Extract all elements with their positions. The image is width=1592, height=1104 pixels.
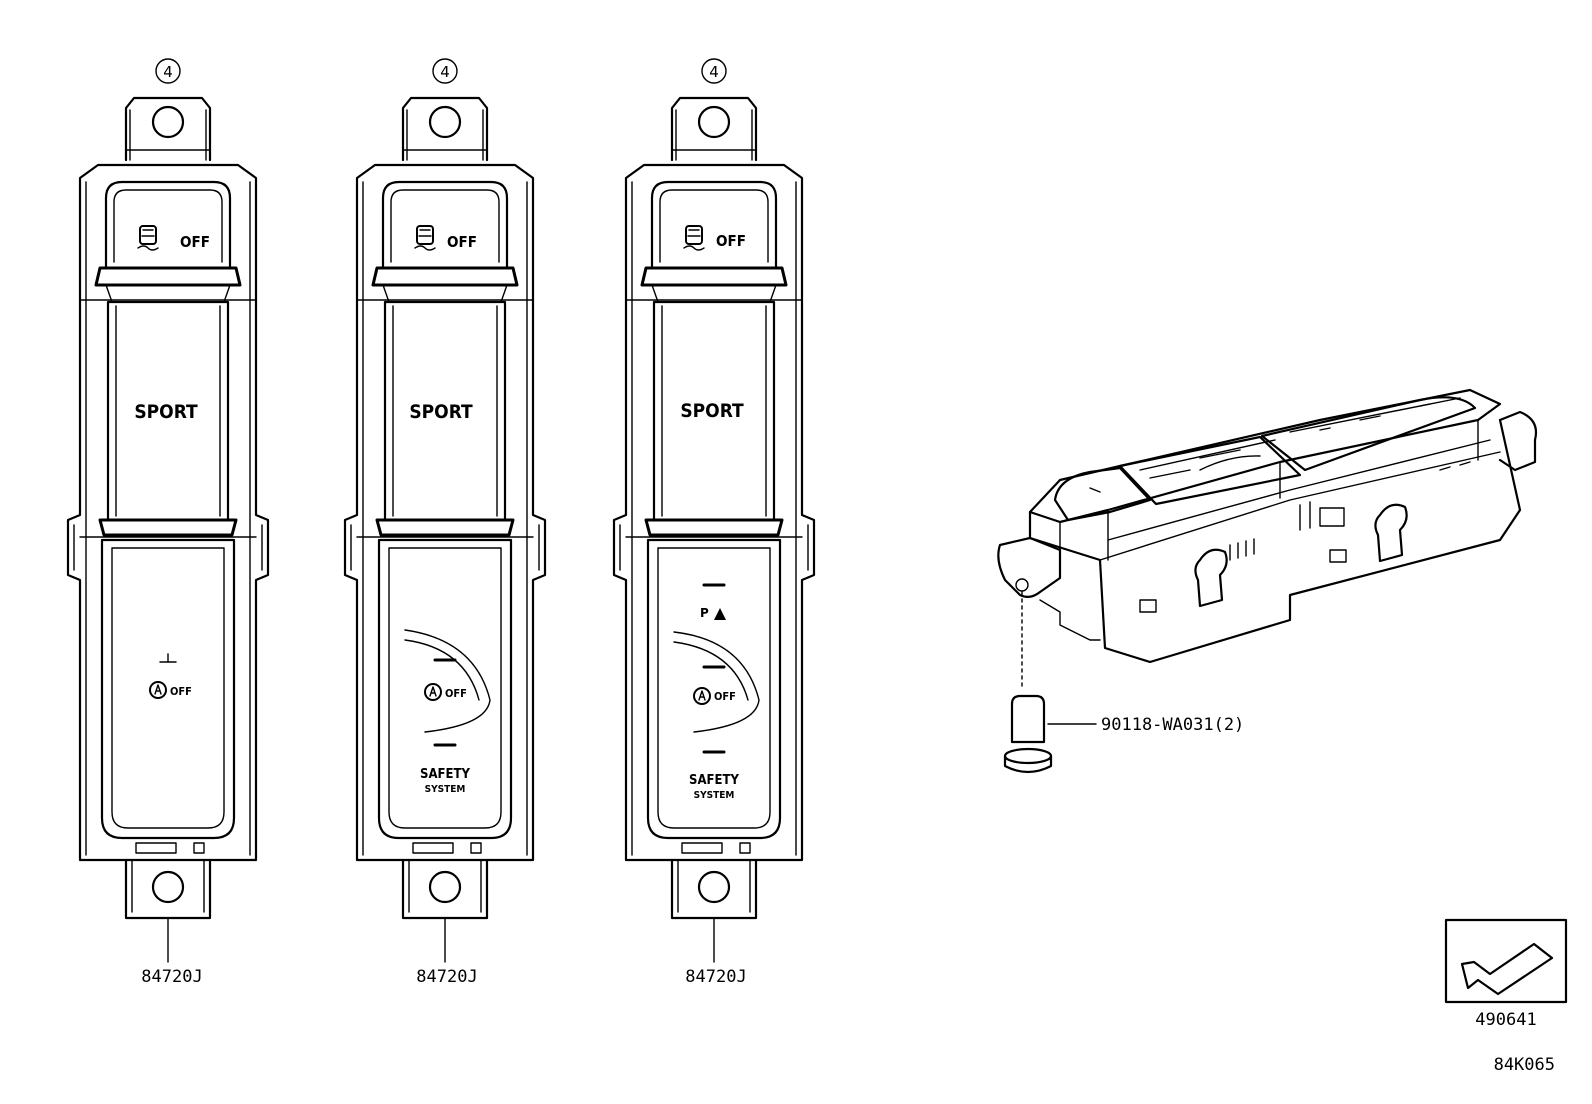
screw-part: 90118-WA031(2) [1003, 694, 1244, 774]
top-button-label: OFF [716, 232, 746, 250]
part-number-label: 84720J [141, 967, 202, 987]
bottom-button-label: OFF [445, 687, 467, 700]
diagram-code: 84K065 [1494, 1055, 1555, 1075]
svg-text:P: P [700, 606, 709, 620]
callout-number: 4 [163, 63, 173, 81]
middle-button-label: SPORT [409, 401, 473, 423]
parking-assist-icon: P [700, 606, 726, 620]
bottom-button-label: OFF [714, 690, 736, 703]
steering-curve-graphic [673, 631, 760, 733]
part-number-label: 84720J [416, 967, 477, 987]
steering-curve-graphic [404, 629, 491, 733]
screw-part-number: 90118-WA031(2) [1101, 715, 1244, 735]
callout-number: 4 [709, 63, 719, 81]
orientation-indicator: 490641 [1444, 918, 1568, 1030]
arrow-icon [1460, 942, 1554, 996]
switch-assembly-3: 4 OFF SPORT P OFF SAFETY SYSTEM 84720J [612, 57, 816, 987]
safety-system-label-line1: SAFETY [420, 767, 470, 782]
switch-module-isometric [997, 388, 1538, 691]
switch-assembly-2: 4 OFF SPORT OFF SAFETY SYSTEM 84720J [343, 57, 547, 987]
top-button-label: OFF [447, 233, 477, 251]
auto-off-icon [149, 681, 167, 699]
safety-system-label-line1: SAFETY [689, 773, 739, 788]
auto-off-icon [424, 683, 442, 701]
switch-assembly-1: 4 OFF SPORT OFF 84720J [66, 57, 270, 987]
callout-number: 4 [440, 63, 450, 81]
safety-system-label-line2: SYSTEM [694, 790, 735, 801]
top-button-label: OFF [180, 233, 210, 251]
auto-off-icon [693, 687, 711, 705]
orientation-code: 490641 [1475, 1010, 1536, 1030]
safety-system-label-line2: SYSTEM [425, 784, 466, 795]
part-number-label: 84720J [685, 967, 746, 987]
middle-button-label: SPORT [680, 400, 744, 422]
middle-button-label: SPORT [134, 401, 198, 423]
bottom-button-label: OFF [170, 685, 192, 698]
